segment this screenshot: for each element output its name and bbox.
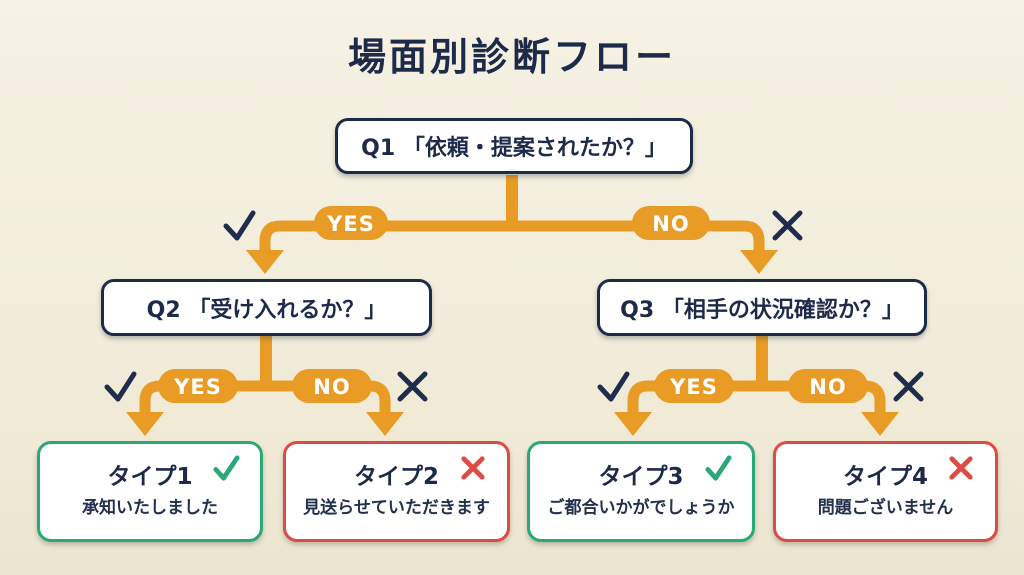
arrow-down-icon <box>614 412 652 436</box>
q2-no-pill: NO <box>292 369 372 403</box>
question-box-q1: Q1 「依頼・提案されたか？」 <box>335 118 693 174</box>
yes-label: YES <box>326 212 375 236</box>
question-box-q3: Q3 「相手の状況確認か？」 <box>597 279 927 336</box>
outcome-text: 問題ございません <box>817 498 954 518</box>
outcome-title: タイプ4 <box>842 464 928 490</box>
check-icon <box>223 210 256 241</box>
branch-pills: YES NO YES NO YES NO <box>158 206 868 403</box>
arrow-down-icon <box>740 250 778 274</box>
q3-yes-pill: YES <box>654 369 734 403</box>
outcome-box-type4: タイプ4 問題ございません <box>773 441 998 542</box>
cross-icon <box>397 371 428 402</box>
arrowheads <box>126 250 899 436</box>
q2-yes-pill: YES <box>158 369 238 403</box>
q1-branch-line <box>259 220 765 252</box>
outcome-title: タイプ1 <box>107 464 193 490</box>
no-label: NO <box>652 212 689 236</box>
arrow-down-icon <box>366 412 404 436</box>
question-label: Q2 「受け入れるか？」 <box>146 297 387 323</box>
outcome-box-type3: タイプ3 ご都合いかがでしょうか <box>527 441 755 542</box>
branch-marks <box>104 210 924 402</box>
check-icon <box>213 455 240 481</box>
no-label: NO <box>313 375 350 399</box>
arrow-down-icon <box>246 250 284 274</box>
cross-icon <box>461 456 485 480</box>
check-icon <box>705 455 732 481</box>
yes-label: YES <box>669 375 718 399</box>
arrow-down-icon <box>861 412 899 436</box>
outcome-text: 承知いたしました <box>82 498 218 518</box>
page-title: 場面別診断フロー <box>347 35 676 79</box>
outcome-title: タイプ2 <box>353 464 439 490</box>
yes-label: YES <box>173 375 222 399</box>
arrow-down-icon <box>126 412 164 436</box>
cross-icon <box>772 210 803 241</box>
question-label: Q1 「依頼・提案されたか？」 <box>361 136 667 161</box>
question-label: Q3 「相手の状況確認か？」 <box>620 297 904 323</box>
q1-yes-pill: YES <box>314 206 388 240</box>
cross-icon <box>949 456 973 480</box>
outcome-title: タイプ3 <box>598 464 684 490</box>
outcome-text: 見送らせていただきます <box>303 498 490 518</box>
q2-branch-line <box>139 380 391 414</box>
q1-no-pill: NO <box>632 206 710 240</box>
check-icon <box>597 371 630 402</box>
check-icon <box>104 371 137 402</box>
cross-icon <box>893 371 924 402</box>
q3-branch-line <box>627 380 886 414</box>
outcome-box-type2: タイプ2 見送らせていただきます <box>283 441 510 542</box>
outcome-text: ご都合いかがでしょうか <box>547 498 735 518</box>
outcome-box-type1: タイプ1 承知いたしました <box>37 441 263 542</box>
no-label: NO <box>809 375 846 399</box>
connector-lines <box>139 175 886 414</box>
q3-no-pill: NO <box>788 369 868 403</box>
question-box-q2: Q2 「受け入れるか？」 <box>101 279 432 336</box>
